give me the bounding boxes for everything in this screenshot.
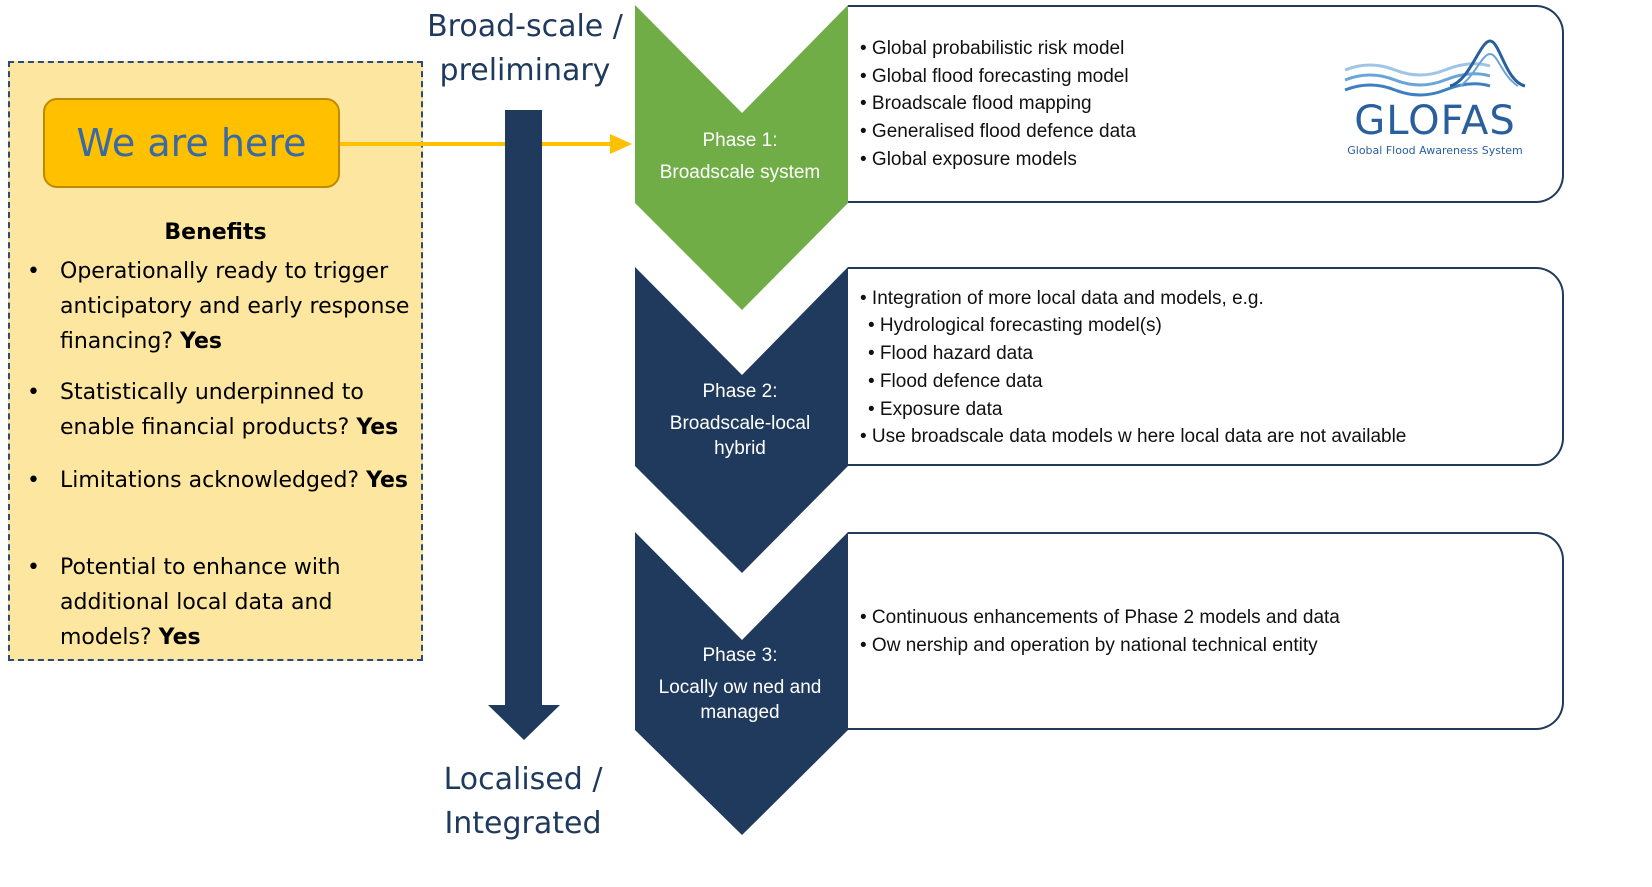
glofas-logo: GLOFAS Global Flood Awareness System <box>1340 36 1540 160</box>
benefit-text: Statistically underpinned to enable fina… <box>60 380 364 440</box>
we-are-here-callout: We are here <box>43 98 340 188</box>
benefit-text: Limitations acknowledged? <box>60 468 360 493</box>
phase-1-chevron <box>635 5 848 310</box>
benefits-title: Benefits <box>164 220 267 245</box>
bullet: • <box>27 380 40 405</box>
phase-1-detail-line: • Global flood forecasting model <box>860 66 1129 87</box>
phase-3-chevron <box>635 532 848 835</box>
axis-top-line2: preliminary <box>439 53 611 88</box>
phase-3-details-box <box>848 532 1564 730</box>
glofas-subtitle: Global Flood Awareness System <box>1347 144 1523 157</box>
phase-2-detail-line: • Use broadscale data models w here loca… <box>860 426 1407 447</box>
phase-1-detail-line: • Global exposure models <box>860 149 1077 170</box>
glofas-wordmark: GLOFAS <box>1354 98 1516 144</box>
phase-1-label: Phase 1: Broadscale system <box>635 128 845 185</box>
phase-2-detail-line: • Integration of more local data and mod… <box>860 288 1264 309</box>
phase-1-detail-line: • Broadscale flood mapping <box>860 93 1092 114</box>
connector-arrow-head <box>610 134 632 154</box>
phase-2-detail-line: • Exposure data <box>868 399 1003 420</box>
phase-1-detail-line: • Generalised flood defence data <box>860 121 1137 142</box>
phase-2-title: Phase 2: <box>702 381 778 402</box>
benefit-answer: Yes <box>180 329 222 354</box>
axis-bottom-line2: Integrated <box>444 806 602 841</box>
benefit-answer: Yes <box>158 625 201 650</box>
phase-1-title: Phase 1: <box>702 130 778 151</box>
progression-arrow-head <box>488 705 560 740</box>
phase-2-detail-line: • Hydrological forecasting model(s) <box>868 315 1162 336</box>
axis-bottom-label: Localised / Integrated <box>418 758 628 846</box>
benefit-item: • Operationally ready to trigger anticip… <box>27 254 415 359</box>
benefit-text: Potential to enhance with additional loc… <box>60 555 341 650</box>
phase-3-subtitle-2: managed <box>700 702 780 723</box>
phase-2-subtitle-2: hybrid <box>714 438 766 459</box>
benefit-item: • Statistically underpinned to enable fi… <box>27 375 415 445</box>
phase-3-detail-line: • Ow nership and operation by national t… <box>860 635 1318 656</box>
phase-2-subtitle: Broadscale-local <box>669 413 811 434</box>
benefit-item: • Potential to enhance with additional l… <box>27 550 415 655</box>
benefit-text: Operationally ready to trigger anticipat… <box>60 259 410 354</box>
we-are-here-label: We are here <box>76 121 307 165</box>
phase-3-title: Phase 3: <box>702 645 778 666</box>
phase-2-detail-line: • Flood hazard data <box>868 343 1034 364</box>
phase-2-details-box <box>848 267 1564 466</box>
glofas-wave-icon <box>1344 39 1526 97</box>
benefit-answer: Yes <box>356 415 399 440</box>
phase-3-detail-line: • Continuous enhancements of Phase 2 mod… <box>860 607 1340 628</box>
phase-2-label: Phase 2: Broadscale-local hybrid <box>635 379 845 461</box>
axis-bottom-line1: Localised / <box>443 762 603 797</box>
benefit-answer: Yes <box>366 468 409 493</box>
bullet: • <box>27 468 40 493</box>
bullet: • <box>27 555 40 580</box>
phase-1-detail-line: • Global probabilistic risk model <box>860 38 1125 59</box>
phase-1-subtitle: Broadscale system <box>659 162 821 183</box>
phase-1-details-box <box>848 5 1564 203</box>
axis-top-label: Broad-scale / preliminary <box>420 5 630 93</box>
phase-2-detail-line: • Flood defence data <box>868 371 1043 392</box>
benefit-item: • Limitations acknowledged? Yes <box>27 463 415 498</box>
axis-top-line1: Broad-scale / <box>427 9 623 44</box>
phase-3-label: Phase 3: Locally ow ned and managed <box>635 643 845 725</box>
progression-arrow-shaft <box>505 110 542 708</box>
phase-2-chevron <box>635 267 848 573</box>
phase-3-subtitle: Locally ow ned and <box>658 677 822 698</box>
bullet: • <box>27 259 40 284</box>
